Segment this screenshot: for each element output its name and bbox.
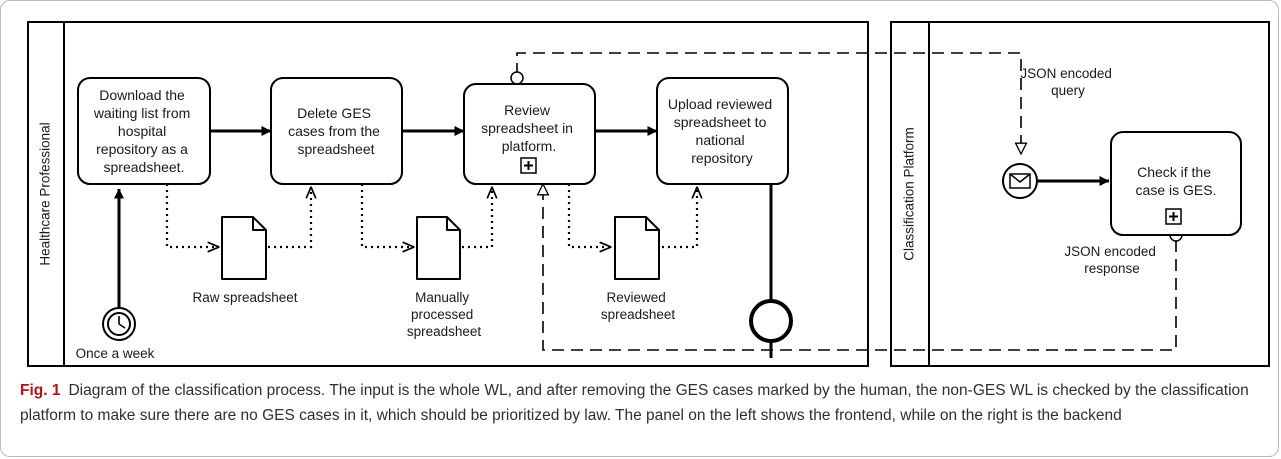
subprocess-marker-icon <box>520 157 537 174</box>
message-start-review <box>510 71 524 85</box>
task-delete: Delete GES cases from the spreadsheet <box>270 77 403 185</box>
data-object-raw: Raw spreadsheet <box>192 216 298 305</box>
data-associations <box>165 184 697 249</box>
subprocess-marker-icon <box>1165 208 1182 225</box>
task-download-line: repository as a <box>96 141 188 157</box>
lane-label-right: Classification Platform <box>902 127 917 261</box>
timer-label: Once a week <box>76 346 155 361</box>
timer-start-event: Once a week <box>76 307 155 361</box>
task-download-line: spreadsheet. <box>104 159 185 175</box>
task-review: Review spreadsheet in platform. <box>463 83 596 185</box>
assoc-download-raw <box>165 184 219 247</box>
task-delete-line: cases from the <box>288 123 380 139</box>
svg-text:Raw spreadsheet: Raw spreadsheet <box>192 290 297 305</box>
message-response <box>543 184 1177 351</box>
task-check-line: Check if the <box>1137 164 1211 180</box>
caption-label: Fig. 1 <box>20 382 61 399</box>
data-object-reviewed: Reviewed spreadsheet <box>601 216 676 322</box>
task-upload: Upload reviewed spreadsheet to national … <box>656 77 789 185</box>
data-object-manual-label: Manually <box>415 290 469 305</box>
message-response-label: JSON encoded response <box>1064 244 1159 276</box>
task-download-line: hospital <box>118 123 166 139</box>
task-upload-line: national <box>696 132 745 148</box>
data-object-raw-label: Raw spreadsheet <box>192 290 297 305</box>
assoc-raw-delete <box>268 187 311 249</box>
svg-text:Delete GES cases from th: Delete GES cases from the spreadsheet <box>288 105 384 157</box>
task-download-line: Download the <box>99 87 185 103</box>
data-object-manual-label: processed <box>411 307 473 322</box>
task-review-line: platform. <box>502 138 556 154</box>
message-query-label: JSON encoded query <box>1020 66 1115 98</box>
task-upload-line: Upload reviewed <box>668 96 772 112</box>
task-check-line: case is GES. <box>1136 182 1217 198</box>
data-object-reviewed-label: spreadsheet <box>601 307 676 322</box>
task-upload-line: repository <box>691 150 752 166</box>
svg-text:Review spreadsheet in: Review spreadsheet in platform. <box>481 102 577 154</box>
data-object-reviewed-label: Reviewed <box>606 290 665 305</box>
assoc-review-reviewed <box>567 184 611 247</box>
svg-text:Reviewed spreadsheet: Reviewed spreadsheet <box>601 290 676 322</box>
pool-classification-platform: Classification Platform <box>890 21 1270 367</box>
assoc-delete-manual <box>360 184 414 247</box>
task-review-line: Review <box>504 102 551 118</box>
task-review-line: spreadsheet in <box>481 120 573 136</box>
assoc-manual-review <box>462 187 492 249</box>
task-download: Download the waiting list from hospital … <box>77 77 211 185</box>
svg-text:Check if the case is GES: Check if the case is GES. <box>1136 164 1217 198</box>
task-delete-line: spreadsheet <box>297 141 374 157</box>
data-object-manual: Manually processed spreadsheet <box>407 216 482 339</box>
task-check: Check if the case is GES. <box>1110 131 1242 236</box>
document-icon <box>416 216 461 280</box>
assoc-reviewed-upload <box>662 187 697 249</box>
svg-text:Upload reviewed spreadsh: Upload reviewed spreadsheet to national … <box>668 96 776 166</box>
task-upload-line: spreadsheet to <box>674 114 767 130</box>
svg-text:Download the waiting lis: Download the waiting list from hospital … <box>93 87 194 175</box>
message-flows <box>516 52 1177 351</box>
task-delete-line: Delete GES <box>297 105 371 121</box>
sequence-flows <box>114 126 1110 358</box>
message-query <box>516 52 1021 154</box>
clock-icon <box>107 312 131 336</box>
end-event <box>749 299 793 343</box>
document-icon <box>614 216 660 280</box>
document-icon <box>221 216 267 280</box>
lane-label-left: Healthcare Professional <box>38 122 53 265</box>
caption-text: Diagram of the classification process. T… <box>20 382 1249 424</box>
svg-text:Manually processed: Manually processed spreadsheet <box>407 290 482 339</box>
envelope-icon <box>1009 173 1031 189</box>
data-object-manual-label: spreadsheet <box>407 324 482 339</box>
task-download-line: waiting list from <box>93 105 190 121</box>
bpmn-diagram: Healthcare Professional Classification P… <box>27 21 1270 367</box>
pool-healthcare-professional: Healthcare Professional <box>27 21 869 367</box>
message-start-event <box>1002 163 1038 199</box>
